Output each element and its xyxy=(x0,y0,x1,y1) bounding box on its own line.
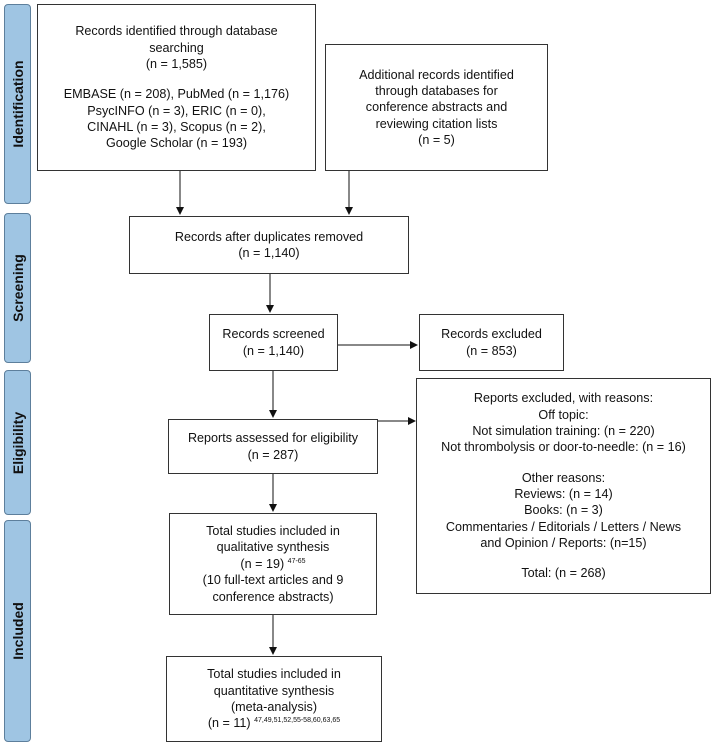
db-search-text-1: Records identified through database xyxy=(75,24,278,39)
phase-included: Included xyxy=(4,520,31,742)
db-search-sources-1: EMBASE (n = 208), PubMed (n = 1,176) xyxy=(63,87,290,102)
books-count: Books: (n = 3) xyxy=(524,503,603,518)
additional-text-4: reviewing citation lists xyxy=(375,116,498,131)
additional-count: (n = 5) xyxy=(418,133,455,148)
db-search-sources-2: PsycINFO (n = 3), ERIC (n = 0), xyxy=(87,103,266,118)
duplicates-count: (n = 1,140) xyxy=(238,246,300,260)
db-search-sources-4: Google Scholar (n = 193) xyxy=(105,136,248,151)
reports-excluded-heading: Reports excluded, with reasons: xyxy=(473,391,654,406)
commentaries-text-1: Commentaries / Editorials / Letters / Ne… xyxy=(445,519,682,534)
quantitative-text-1: Total studies included in xyxy=(207,667,341,682)
qualitative-text-5: conference abstracts) xyxy=(212,589,334,604)
quantitative-refs: 47,49,51,52,55-58,60,63,65 xyxy=(254,717,341,725)
excluded-count: (n = 853) xyxy=(466,343,517,358)
phase-identification: Identification xyxy=(4,4,31,204)
additional-text-1: Additional records identified xyxy=(359,67,514,82)
screened-text: Records screened xyxy=(222,327,325,342)
box-quantitative-synthesis: Total studies included in quantitative s… xyxy=(166,656,382,742)
additional-text-2: through databases for xyxy=(375,83,498,98)
qualitative-count-line: (n = 19) 47-65 xyxy=(240,556,305,572)
qualitative-text-1: Total studies included in xyxy=(206,524,340,539)
eligibility-count: (n = 287) xyxy=(247,447,299,462)
additional-text-3: conference abstracts and xyxy=(365,100,508,115)
eligibility-text: Reports assessed for eligibility xyxy=(187,431,359,446)
off-topic-heading: Off topic: xyxy=(538,407,589,422)
other-reasons-heading: Other reasons: xyxy=(521,470,606,485)
db-search-sources-3: CINAHL (n = 3), Scopus (n = 2), xyxy=(87,120,266,135)
reviews-count: Reviews: (n = 14) xyxy=(514,487,613,501)
box-qualitative-synthesis: Total studies included in qualitative sy… xyxy=(169,513,377,615)
quantitative-text-2: quantitative synthesis xyxy=(213,683,335,698)
box-records-excluded: Records excluded (n = 853) xyxy=(419,314,564,371)
db-search-count: (n = 1,585) xyxy=(145,56,208,71)
not-simulation-count: Not simulation training: (n = 220) xyxy=(472,423,655,438)
box-records-screened: Records screened (n = 1,140) xyxy=(209,314,338,371)
phase-eligibility: Eligibility xyxy=(4,370,31,515)
duplicates-text: Records after duplicates removed xyxy=(174,229,364,244)
commentaries-text-2: and Opinion / Reports: (n=15) xyxy=(480,536,647,551)
screened-count: (n = 1,140) xyxy=(242,343,305,358)
box-duplicates-removed: Records after duplicates removed (n = 1,… xyxy=(129,216,409,274)
quantitative-count: (n = 11) xyxy=(207,716,251,731)
not-thrombolysis-count: Not thrombolysis or door-to-needle: (n =… xyxy=(441,440,686,455)
qualitative-refs: 47-65 xyxy=(287,557,306,565)
box-reports-excluded: Reports excluded, with reasons: Off topi… xyxy=(416,378,711,594)
phase-screening: Screening xyxy=(4,213,31,363)
qualitative-text-2: qualitative synthesis xyxy=(216,540,330,555)
reports-excluded-total: Total: (n = 268) xyxy=(521,566,606,581)
db-search-text-2: searching xyxy=(149,40,204,55)
box-additional-records: Additional records identified through da… xyxy=(325,44,548,171)
excluded-text: Records excluded xyxy=(441,327,542,342)
quantitative-text-3: (meta-analysis) xyxy=(230,700,318,714)
quantitative-count-line: (n = 11) 47,49,51,52,55-58,60,63,65 xyxy=(208,715,340,731)
qualitative-count: (n = 19) xyxy=(240,556,285,571)
qualitative-text-4: (10 full-text articles and 9 xyxy=(202,573,344,588)
box-database-search: Records identified through database sear… xyxy=(37,4,316,171)
box-eligibility-assessed: Reports assessed for eligibility (n = 28… xyxy=(168,419,378,474)
